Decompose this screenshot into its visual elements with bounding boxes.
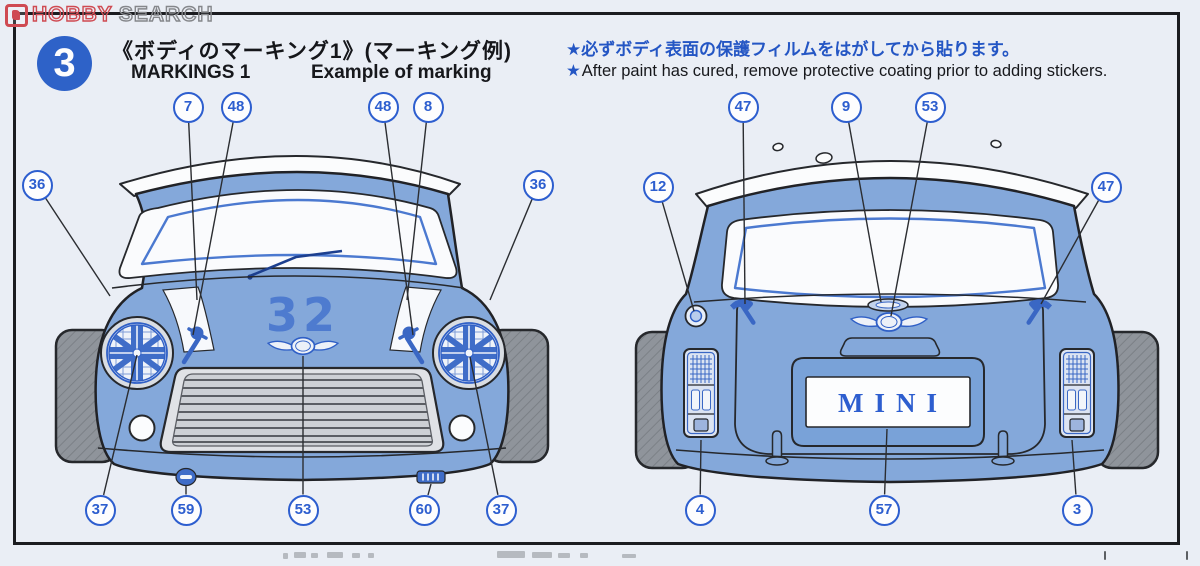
hobbysearch-logo-icon [5, 3, 28, 27]
front-callout-48: 48 [367, 91, 399, 123]
hobbysearch-watermark: HOBBY SEARCH [5, 2, 214, 27]
caution-note-japanese: ★必ずボディ表面の保護フィルムをはがしてから貼ります。 [566, 40, 1020, 59]
boot-seam [693, 293, 1087, 303]
front-callout-37: 37 [485, 494, 517, 526]
callout-leader-line [742, 122, 746, 305]
rear-callout-12: 12 [642, 171, 674, 203]
rear-callout-4: 4 [684, 494, 716, 526]
fuel-filler-cap [684, 304, 708, 328]
section-frame [13, 12, 1180, 545]
front-bumper-line [97, 447, 507, 458]
callout-leader-line [699, 439, 702, 495]
callout-leader-line [1071, 439, 1077, 495]
rear-callout-47: 47 [1090, 171, 1122, 203]
section-number: 3 [53, 41, 76, 85]
front-callout-7: 7 [172, 91, 204, 123]
number-plate-lamp [839, 337, 941, 357]
license-plate [805, 376, 971, 428]
callout-leader-line [1040, 200, 1100, 305]
bumper-badge-round [175, 467, 197, 487]
windshield-trim [140, 198, 438, 266]
roof-holes [772, 139, 1002, 164]
callout-leader-line [102, 354, 138, 496]
section-title-japanese: 《ボディのマーキング1》(マーキング例) [112, 40, 512, 63]
rear-callout-9: 9 [830, 91, 862, 123]
watermark-brand-right: SEARCH [118, 2, 214, 26]
front-callout-36: 36 [21, 169, 53, 201]
rear-callout-3: 3 [1061, 494, 1093, 526]
leader-lines [44, 122, 1100, 496]
front-callout-59: 59 [170, 494, 202, 526]
side-lamp-right [448, 414, 476, 442]
star-icon: ★ [566, 62, 581, 80]
callout-leader-line [890, 122, 928, 317]
rear-car-illustration: MINI [634, 139, 1160, 484]
hood-racing-number: 32 [266, 288, 340, 342]
rear-callout-47: 47 [727, 91, 759, 123]
callout-leader-line [661, 201, 695, 312]
callout-leader-line [883, 428, 888, 495]
callout-leader-line [192, 122, 234, 336]
callout-leader-line [44, 197, 111, 297]
bumper-badge-bar [416, 470, 446, 484]
front-callout-48: 48 [220, 91, 252, 123]
front-callout-37: 37 [84, 494, 116, 526]
rear-window [721, 209, 1059, 308]
rear-callout-53: 53 [914, 91, 946, 123]
section-number-badge: 3 [37, 36, 92, 91]
front-car-illustration: 32 [54, 155, 550, 487]
rear-callout-57: 57 [868, 494, 900, 526]
callout-leader-line [384, 122, 414, 336]
section-title-english: MARKINGS 1 [131, 62, 251, 83]
license-plate-text: MINI [838, 388, 948, 418]
side-lamp-left [128, 414, 156, 442]
front-callout-36: 36 [522, 169, 554, 201]
callout-leader-line [848, 122, 882, 303]
cowl-line [111, 275, 465, 289]
callout-leader-line [469, 356, 499, 495]
front-callout-60: 60 [408, 494, 440, 526]
watermark-brand-left: HOBBY [31, 2, 113, 26]
callout-leader-line [489, 199, 533, 301]
caution-note-english-text: After paint has cured, remove protective… [581, 62, 1108, 80]
windshield [118, 189, 458, 279]
front-callout-53: 53 [287, 494, 319, 526]
front-callout-8: 8 [412, 91, 444, 123]
callout-leader-line [188, 122, 198, 301]
callout-leader-line [406, 122, 427, 301]
callout-leader-line [427, 483, 432, 496]
caution-note-english: ★After paint has cured, remove protectiv… [566, 61, 1107, 81]
rear-bumper-line [675, 449, 1105, 460]
section-subtitle-english: Example of marking [311, 62, 492, 83]
